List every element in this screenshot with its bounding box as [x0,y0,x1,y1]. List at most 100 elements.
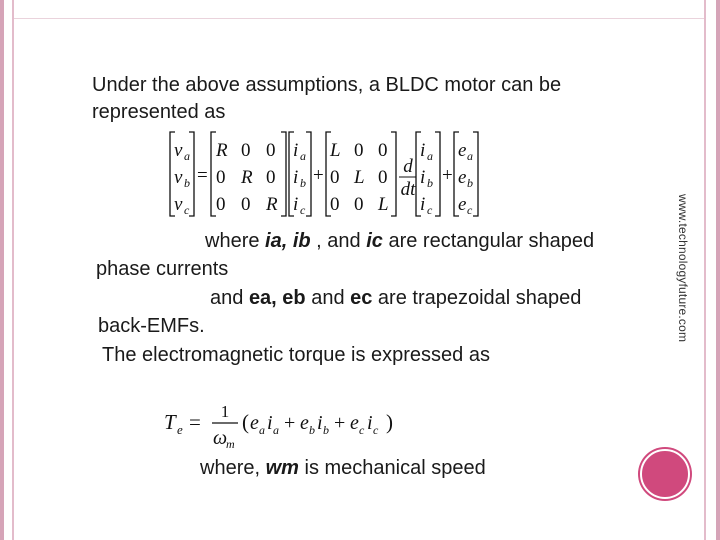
para1-separator: , and [310,230,367,252]
v-symbol: v [174,167,183,188]
current-subscript: a [273,423,279,437]
r-matrix-cell: 0 [241,194,251,215]
i-symbol: i [420,140,425,161]
v-subscript: c [184,203,190,217]
para1-suffix: are rectangular shaped [382,230,595,252]
para1-prefix: where [205,230,266,252]
i-symbol: i [293,194,298,215]
v-symbol: v [174,140,183,161]
di-vector-bracket-left [415,131,421,217]
para-phase-currents: phase currents [96,258,229,280]
e-subscript: c [467,203,473,217]
i-symbol: i [293,167,298,188]
frame-line-right-inner [704,0,706,540]
para6-suffix: is mechanical speed [298,457,486,479]
i-subscript: c [427,203,433,217]
equals-sign: = [197,165,208,186]
l-matrix-cell: 0 [354,194,364,215]
para3-suffix: are trapezoidal shaped [372,287,582,309]
di-vector-bracket-right [435,131,441,217]
r-matrix-bracket-left [210,131,216,217]
derivative-denominator: dt [401,179,417,200]
current-symbol: i [367,412,373,434]
intro-text: Under the above assumptions, a BLDC moto… [92,74,562,123]
current-symbol: i [267,412,273,434]
para-emf-line: and ea, eb and ec are trapezoidal shaped [210,285,581,312]
symbol-wm: wm [265,457,299,479]
watermark-url: www.technologyfuture.com [676,194,690,343]
v-subscript: a [184,149,190,163]
l-matrix-cell: 0 [330,167,340,188]
i-symbol: i [293,140,298,161]
para-torque-intro: The electromagnetic torque is expressed … [102,344,490,366]
emf-symbol: e [350,412,359,434]
close-paren: ) [386,410,393,434]
l-matrix-bracket-right [391,131,397,217]
i-symbol: i [420,167,425,188]
i-symbol: i [420,194,425,215]
para6-prefix: where, [200,457,266,479]
para-mechanical-speed: where, wm is mechanical speed [200,455,486,482]
r-matrix-cell: R [240,167,253,188]
v-vector-bracket-right [189,131,195,217]
emf-symbol: e [250,412,259,434]
current-symbol: i [317,412,323,434]
l-matrix-cell: 0 [354,140,364,161]
e-symbol: e [458,194,466,215]
r-matrix-cell: 0 [266,140,276,161]
i-subscript: b [300,176,306,190]
l-matrix-bracket-left [325,131,331,217]
frame-line-top [14,18,704,19]
r-matrix-cell: R [265,194,278,215]
r-matrix-cell: 0 [216,194,226,215]
frame-line-right-outer [716,0,720,540]
l-matrix-cell: L [329,140,341,161]
v-subscript: b [184,176,190,190]
emf-subscript: b [309,423,315,437]
l-matrix-cell: 0 [378,167,388,188]
r-matrix-cell: R [215,140,228,161]
current-ic: ic [366,230,383,252]
r-matrix-cell: 0 [241,140,251,161]
v-symbol: v [174,194,183,215]
plus-sign: + [313,165,324,186]
e-subscript: a [467,149,473,163]
para3-separator: and [305,287,351,309]
r-matrix-cell: 0 [266,167,276,188]
frame-line-left-inner [12,0,14,540]
l-matrix-cell: L [353,167,365,188]
i-vector-bracket-right [306,131,312,217]
i-subscript: b [427,176,433,190]
para3-prefix: and [210,287,249,309]
emfs-ea-eb: ea, eb [248,287,306,309]
l-matrix-cell: L [377,194,389,215]
e-symbol: e [458,167,466,188]
decorative-circle [640,449,690,499]
emf-symbol: e [300,412,309,434]
l-matrix-cell: 0 [330,194,340,215]
v-vector-bracket-left [169,131,175,217]
emf-subscript: c [359,423,365,437]
r-matrix-cell: 0 [216,167,226,188]
derivative-numerator: d [403,156,413,177]
fraction-numerator: 1 [221,402,230,421]
i-subscript: a [427,149,433,163]
frame-line-left-outer [0,0,4,540]
i-subscript: a [300,149,306,163]
equals-sign: = [189,410,201,434]
l-matrix-cell: 0 [378,140,388,161]
omega-symbol: ω [213,427,227,449]
current-subscript: b [323,423,329,437]
i-vector-bracket-left [288,131,294,217]
open-paren: ( [242,410,249,434]
para-currents-line: where ia, ib , and ic are rectangular sh… [205,228,594,255]
omega-subscript: m [226,437,235,450]
para-back-emfs: back-EMFs. [98,315,205,337]
emf-ec: ec [350,287,373,309]
torque-subscript: e [177,422,183,437]
current-subscript: c [373,423,379,437]
currents-ia-ib: ia, ib [265,230,311,252]
e-vector-bracket-right [473,131,479,217]
